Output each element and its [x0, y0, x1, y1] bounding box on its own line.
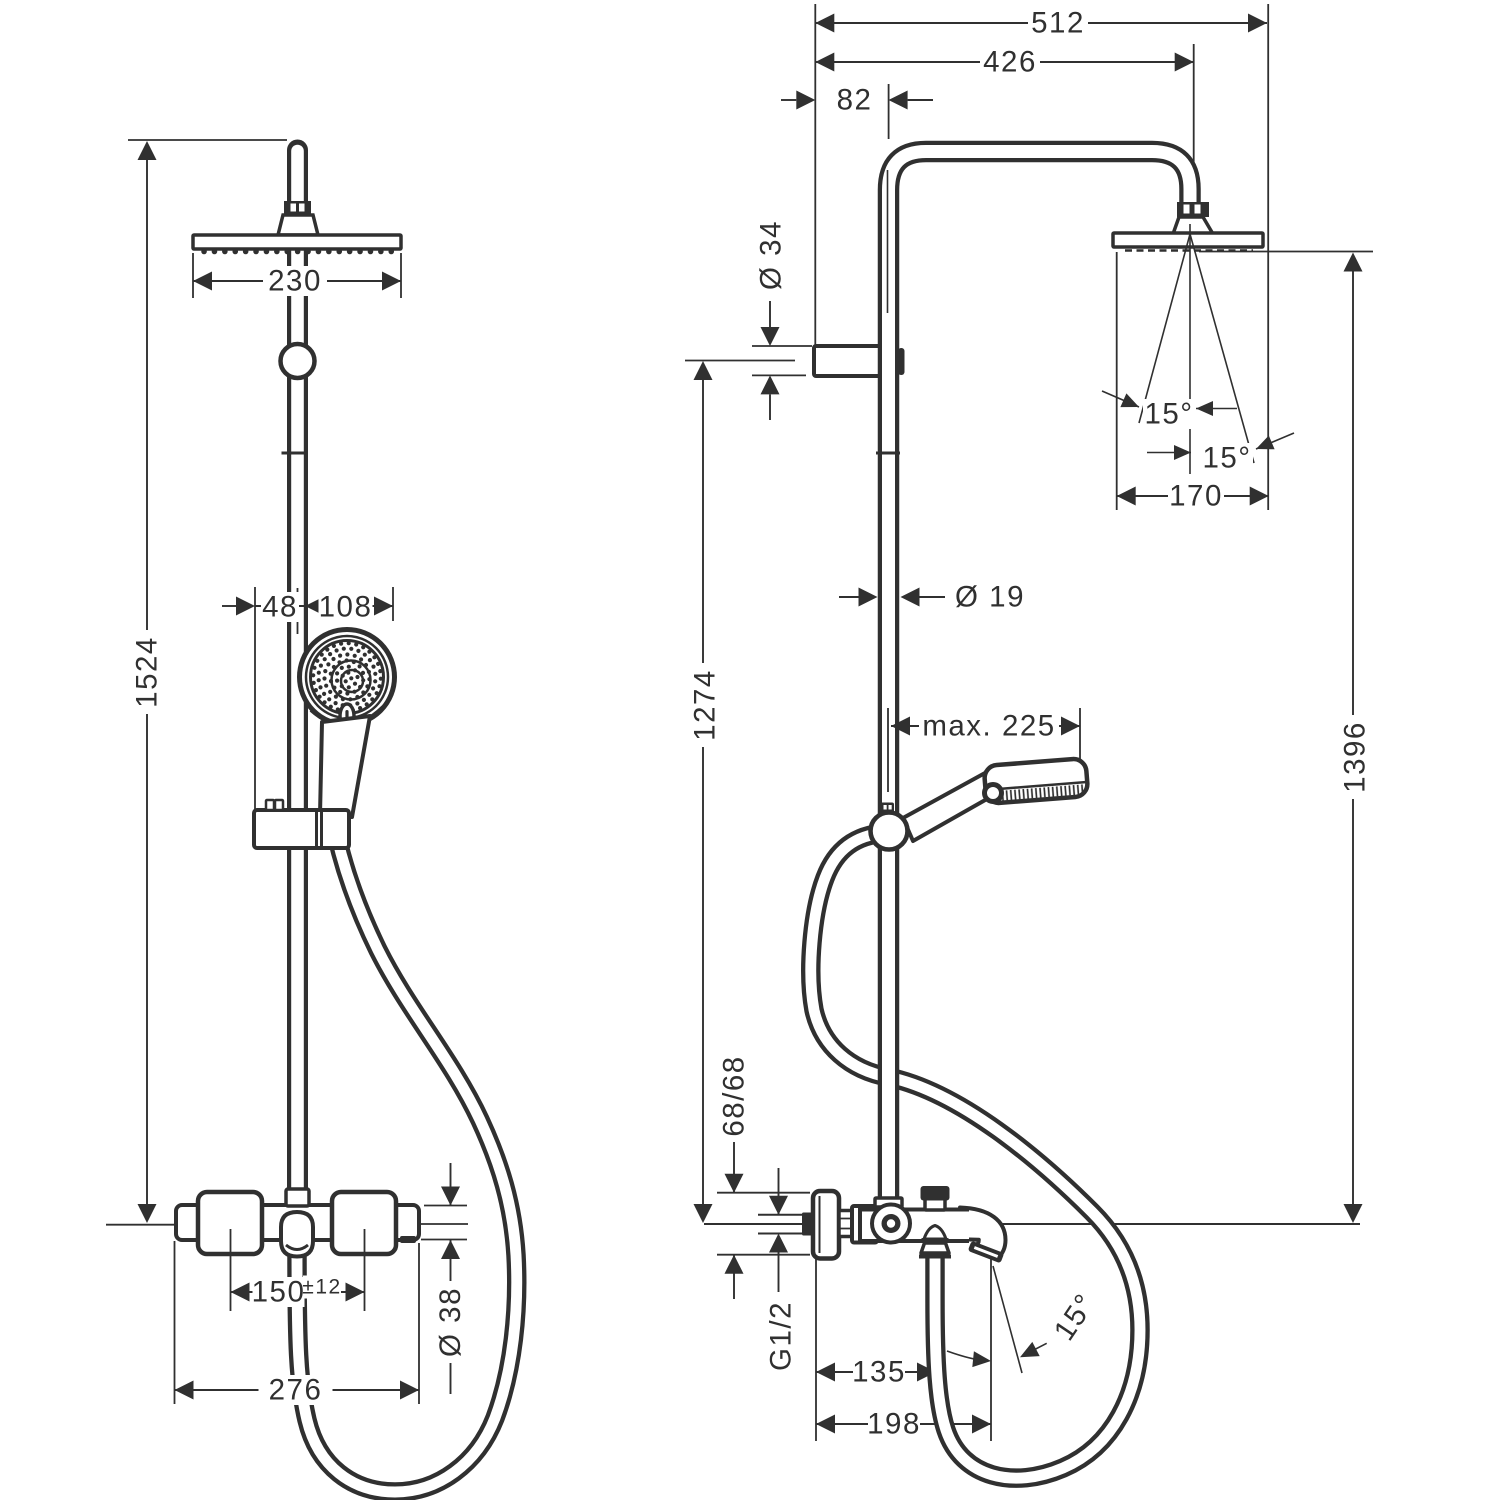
svg-text:Ø 19: Ø 19 [955, 581, 1025, 614]
svg-text:512: 512 [1031, 7, 1085, 40]
svg-text:±12: ±12 [302, 1276, 341, 1299]
svg-text:135: 135 [852, 1356, 906, 1389]
svg-text:max. 225: max. 225 [922, 710, 1055, 743]
svg-text:15°: 15° [1202, 442, 1251, 475]
svg-text:426: 426 [983, 46, 1037, 79]
svg-text:Ø 38: Ø 38 [434, 1287, 467, 1357]
svg-text:108: 108 [319, 591, 373, 624]
svg-text:198: 198 [867, 1408, 921, 1441]
svg-text:G1/2: G1/2 [765, 1301, 798, 1371]
svg-text:170: 170 [1169, 480, 1223, 513]
svg-text:230: 230 [268, 265, 322, 298]
svg-text:48: 48 [262, 591, 298, 624]
svg-text:276: 276 [269, 1374, 323, 1407]
svg-text:68/68: 68/68 [718, 1055, 751, 1136]
svg-text:Ø 34: Ø 34 [755, 220, 788, 290]
svg-text:150: 150 [252, 1276, 306, 1309]
svg-text:1524: 1524 [131, 636, 164, 708]
svg-text:82: 82 [837, 84, 873, 117]
svg-text:15°: 15° [1144, 398, 1193, 431]
svg-text:1274: 1274 [689, 669, 722, 741]
svg-text:1396: 1396 [1339, 721, 1372, 793]
